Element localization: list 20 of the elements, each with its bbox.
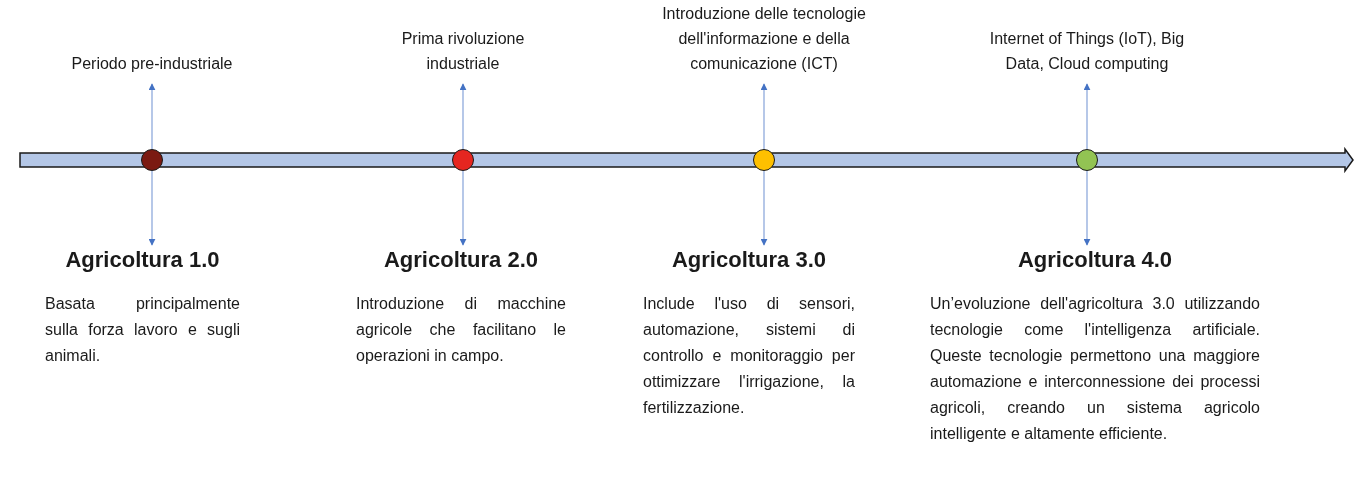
era-heading: Agricoltura 3.0 bbox=[670, 246, 827, 274]
era-heading: Agricoltura 2.0 bbox=[382, 246, 539, 274]
era-description: Un’evoluzione dell'agricoltura 3.0 utilizzando tecnologie come l'intelligenza artificiale. Queste tecnologie permettono una maggiore automazione e interconnessione dei processi agricoli, creando un sistema agricolo intelligente e altamente efficiente. bbox=[930, 294, 1260, 444]
arrow bbox=[1083, 170, 1091, 246]
arrow bbox=[459, 170, 467, 246]
era-description: Introduzione di macchine agricole che facilitano le operazioni in campo. bbox=[356, 294, 566, 366]
arrow bbox=[760, 170, 768, 246]
arrow bbox=[459, 83, 467, 150]
era-label: Prima rivoluzione industriale bbox=[400, 29, 526, 74]
arrow bbox=[760, 83, 768, 150]
arrow bbox=[148, 83, 156, 150]
arrow bbox=[1083, 83, 1091, 150]
era-label: Introduzione delle tecnologie dell'informazione e della comunicazione (ICT) bbox=[661, 4, 867, 74]
era-description: Basata principalmente sulla forza lavoro e sugli animali. bbox=[45, 294, 240, 366]
arrow bbox=[148, 170, 156, 246]
era-description: Include l'uso di sensori, automazione, sistemi di controllo e monitoraggio per ottimizzare l'irrigazione, la fertilizzazione. bbox=[643, 294, 855, 418]
era-heading: Agricoltura 4.0 bbox=[1016, 246, 1173, 274]
era-label: Internet of Things (IoT), Big Data, Cloud computing bbox=[988, 29, 1186, 74]
era-heading: Agricoltura 1.0 bbox=[64, 246, 221, 274]
era-label: Periodo pre-industriale bbox=[71, 54, 233, 74]
